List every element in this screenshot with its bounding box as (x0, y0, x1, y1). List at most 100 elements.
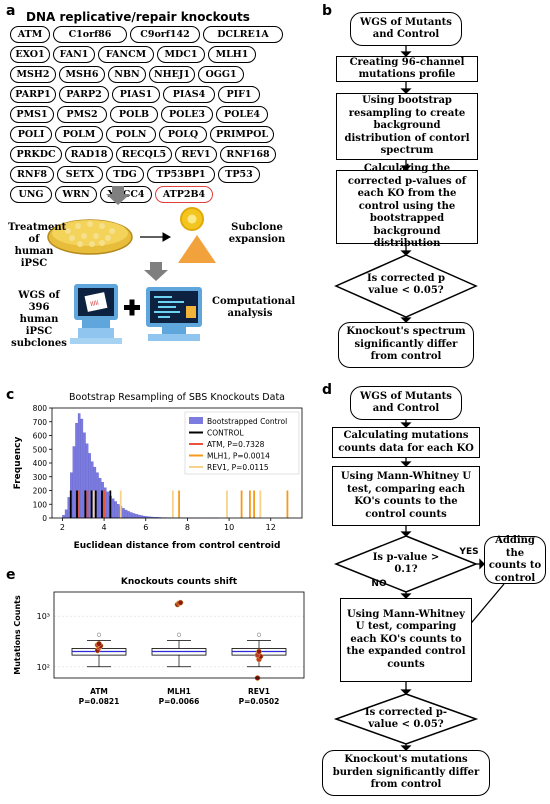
ko-point (177, 599, 184, 606)
histogram-bar (127, 511, 130, 519)
histogram-bar (124, 509, 128, 519)
gene-pill: UNG (10, 186, 52, 203)
legend-label: CONTROL (207, 429, 244, 438)
histogram-bar (67, 497, 71, 519)
decision-text: Is corrected p value < 0.05? (367, 273, 445, 296)
gene-pill: C9orf142 (130, 26, 200, 43)
gene-pill: XRCC4 (100, 186, 152, 203)
y-tick-label: 600 (33, 432, 48, 441)
gene-pill: SETX (57, 166, 103, 183)
gene-pill: PIAS1 (112, 86, 160, 103)
histogram-bar (88, 453, 91, 519)
gene-pill: POLE4 (216, 106, 268, 123)
gene-pill: MSH6 (59, 66, 105, 83)
panel-letter-e: e (6, 567, 16, 583)
legend-label: ATM, P=0.7328 (207, 440, 265, 449)
ko-point (96, 640, 102, 647)
x-tick-label: 2 (60, 523, 65, 532)
pvalue-label: P=0.0502 (239, 697, 280, 706)
pvalue-label: P=0.0821 (79, 697, 120, 706)
histogram-bar (80, 418, 84, 519)
gene-pill: WRN (55, 186, 97, 203)
wgs-label: WGS of 396 human iPSC subclones (11, 290, 67, 349)
gene-pill: RNF8 (10, 166, 54, 183)
gene-pill: PRKDC (10, 146, 62, 163)
gene-pill: DCLRE1A (203, 26, 283, 43)
legend-label: Bootstrapped Control (207, 417, 287, 426)
outlier-point (176, 632, 182, 637)
gene-pill: OGG1 (198, 66, 244, 83)
gene-pill: RECQL5 (116, 146, 172, 163)
histogram-bar (116, 504, 120, 519)
computational-label: Computational analysis (212, 296, 296, 319)
chart-title: Bootstrap Resampling of SBS Knockouts Da… (69, 392, 285, 403)
gene-pill: PIAS4 (163, 86, 215, 103)
step-bootstrap: Using bootstrap resampling to create bac… (336, 93, 478, 160)
bootstrap-histogram: Bootstrap Resampling of SBS Knockouts Da… (13, 392, 303, 550)
gene-pill: C1orf86 (53, 26, 127, 43)
legend-label: REV1, P=0.0115 (207, 463, 269, 472)
category-label: MLH1 (167, 687, 191, 696)
cell-icon (180, 207, 204, 231)
gene-pill: PIF1 (218, 86, 260, 103)
no-label: NO (371, 579, 387, 589)
ko-point (256, 648, 262, 655)
category-label: ATM (90, 687, 108, 696)
y-tick-label: 700 (33, 418, 48, 427)
panel-letter-a: a (6, 3, 16, 19)
gene-pill: POLN (106, 126, 156, 143)
panel-letter-c: c (6, 387, 15, 403)
gene-pill: ATM (10, 26, 50, 43)
plot-frame (53, 591, 305, 679)
gene-pill: TP53BP1 (147, 166, 215, 183)
right-arrow-icon (140, 232, 172, 242)
decision-corrected-text: Is corrected p-value < 0.05? (364, 707, 448, 730)
x-tick-label: 4 (102, 523, 107, 532)
y-axis-label: Frequency (13, 437, 23, 490)
panel-letter-b: b (322, 3, 333, 19)
histogram-bar (129, 512, 133, 519)
step-d-result: Knockout's mutations burden significantl… (322, 750, 490, 796)
step-add-counts: Adding the counts to control (484, 535, 546, 584)
gene-pill: PARP1 (10, 86, 56, 103)
sequencing-computer-icon: Illli (70, 284, 122, 344)
y-tick-label: 100 (33, 500, 48, 509)
gene-pill: MDC1 (157, 46, 205, 63)
plus-icon (124, 299, 140, 316)
y-tick-label: 500 (33, 445, 48, 454)
x-tick-label: 12 (266, 523, 276, 532)
gene-pill: EXO1 (10, 46, 50, 63)
histogram-bar (64, 509, 68, 519)
step-d-counts: Calculating mutations counts data for ea… (332, 427, 480, 458)
histogram-bar (72, 446, 76, 519)
gene-pill: TP53 (218, 166, 260, 183)
gene-pill: RAD18 (65, 146, 113, 163)
histogram-bar (132, 513, 136, 519)
y-tick-label: 300 (33, 473, 48, 482)
gene-pill: POLQ (159, 126, 207, 143)
gene-pill: POLE3 (161, 106, 213, 123)
gene-pill: MSH2 (10, 66, 56, 83)
step-d-mwu: Using Mann-Whitney U test, comparing eac… (332, 466, 480, 526)
gene-pill: MLH1 (208, 46, 256, 63)
step-wgs: WGS of Mutants and Control (350, 12, 462, 46)
panel-letter-d: d (322, 382, 333, 398)
pvalue-label: P=0.0066 (159, 697, 200, 706)
histogram-bar (98, 477, 102, 519)
gene-pill: RNF168 (220, 146, 276, 163)
gene-pill: POLI (10, 126, 52, 143)
gene-pill: PRIMPOL (210, 126, 274, 143)
dna-glyph: Illli (90, 299, 100, 308)
legend (184, 411, 300, 475)
y-tick-label: 10³ (37, 612, 50, 621)
decision-pvalue-text: Is p-value > 0.1? (372, 552, 440, 575)
y-axis-label: Mutations Counts (13, 595, 22, 675)
